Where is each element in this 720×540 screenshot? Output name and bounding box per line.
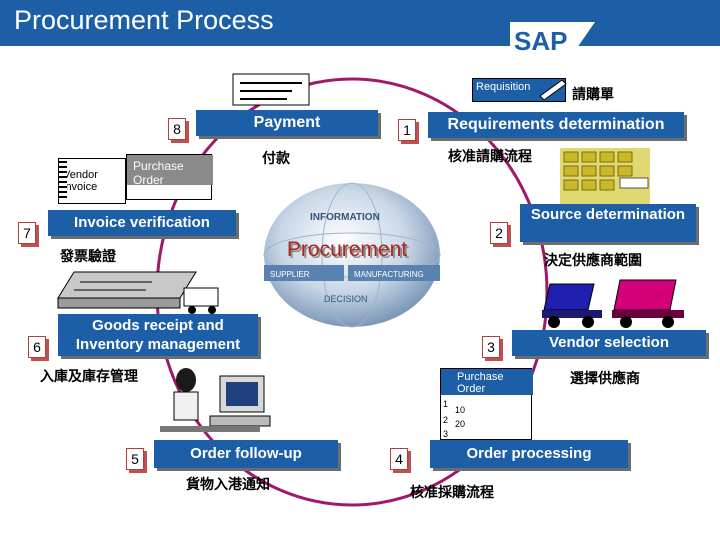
- warehouse-truck-icon: [56, 268, 222, 316]
- step-7-cn: 發票驗證: [60, 249, 116, 265]
- step-1-number: 1: [398, 119, 416, 141]
- purchase-order-top-document-icon: Purchase Order: [126, 154, 213, 200]
- step-6-label: Goods receipt and Inventory management: [75, 317, 241, 353]
- globe-word-information: INFORMATION: [310, 212, 380, 223]
- purchase-order-top-label: Purchase Order: [133, 159, 184, 187]
- step-3-number: 3: [482, 336, 500, 358]
- requisition-label: Requisition: [476, 81, 531, 93]
- step-4-cn: 核准採購流程: [410, 485, 494, 501]
- grid-blocks-icon: [560, 148, 650, 204]
- trucks-icon: [538, 270, 698, 332]
- step-8-box: Payment: [196, 110, 378, 136]
- po-line-1: 1: [443, 399, 449, 409]
- step-1-cn: 核准請購流程: [448, 149, 532, 165]
- sap-logo: SAP: [500, 0, 720, 58]
- globe-word-decision: DECISION: [324, 294, 368, 304]
- globe-word-manufacturing: MANUFACTURING: [354, 270, 424, 279]
- step-3-cn: 選擇供應商: [570, 371, 640, 387]
- step-7-number: 7: [18, 222, 36, 244]
- step-6-box: Goods receipt and Inventory management: [58, 314, 258, 356]
- po-line-3: 3: [443, 429, 449, 439]
- step-2-label: Source determination: [530, 206, 686, 223]
- step-2-number: 2: [490, 222, 508, 244]
- step-2-cn: 決定供應商範圍: [544, 253, 642, 269]
- step-1-box: Requirements determination: [428, 112, 684, 138]
- globe-icon: INFORMATION SUPPLIER MANUFACTURING DECIS…: [262, 180, 442, 330]
- step-3-box: Vendor selection: [512, 330, 706, 356]
- sap-logo-text: SAP: [514, 26, 567, 56]
- vendor-invoice-document-icon: Vendor invoice: [58, 158, 126, 204]
- step-5-box: Order follow-up: [154, 440, 338, 468]
- po-line-20: 20: [455, 419, 466, 429]
- step-7-box: Invoice verification: [48, 210, 236, 236]
- center-label: Procurement: [286, 238, 408, 261]
- step-4-box: Order processing: [430, 440, 628, 468]
- requisition-document-icon: [232, 73, 312, 107]
- po-line-10: 10: [455, 405, 466, 415]
- step-4-number: 4: [390, 448, 408, 470]
- purchase-order-document-icon: Purchase Order 1 10 2 20 3: [440, 368, 533, 440]
- requisition-cn: 請購單: [572, 87, 614, 103]
- page-title: Procurement Process: [14, 5, 274, 35]
- vendor-invoice-label: Vendor invoice: [63, 169, 98, 193]
- step-6-number: 6: [28, 336, 46, 358]
- computer-user-icon: [150, 366, 280, 444]
- header-bar: [0, 0, 720, 46]
- pen-icon: [538, 76, 568, 101]
- step-6-cn: 入庫及庫存管理: [40, 369, 138, 385]
- step-5-number: 5: [126, 448, 144, 470]
- step-8-number: 8: [168, 118, 186, 140]
- globe-word-supplier: SUPPLIER: [270, 270, 310, 279]
- step-2-box: Source determination: [520, 204, 696, 242]
- step-5-cn: 貨物入港通知: [186, 477, 270, 493]
- po-line-2: 2: [443, 415, 449, 425]
- step-8-cn: 付款: [262, 151, 290, 167]
- purchase-order-bottom-label: Purchase Order: [457, 371, 504, 395]
